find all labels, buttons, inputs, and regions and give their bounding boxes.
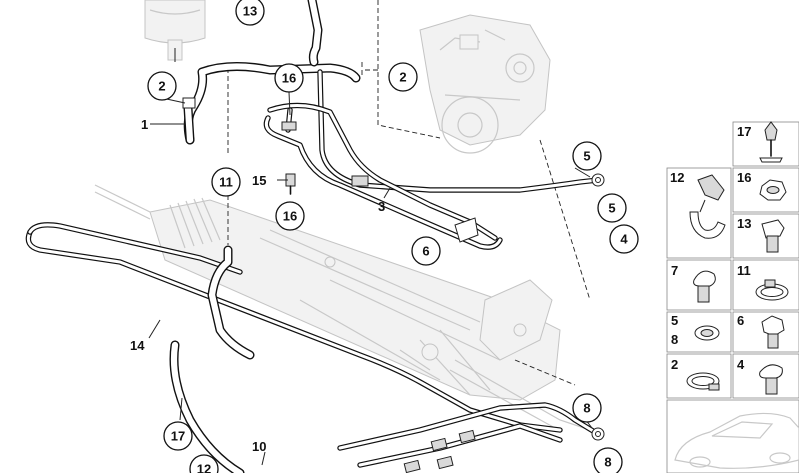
callout-number: 8 — [583, 401, 590, 416]
bracket-12-icon — [697, 174, 725, 201]
callout-c5a: 5 — [572, 141, 602, 171]
legend-num-7: 7 — [671, 263, 678, 278]
callout-circle — [163, 421, 193, 451]
callout-circle — [609, 224, 639, 254]
callout-circle — [235, 0, 265, 26]
callout-c6: 6 — [411, 236, 441, 266]
parts-legend: 17 12 16 13 7 11 5 8 — [666, 121, 799, 473]
hose-11 — [207, 245, 255, 360]
callout-number: 13 — [243, 4, 257, 19]
bolt-7-icon — [693, 270, 716, 287]
cooling-loop — [25, 222, 563, 433]
callout-c5b: 5 — [597, 193, 627, 223]
label-15: 15 — [252, 173, 266, 188]
suction-hose — [182, 61, 361, 145]
plain-labels: 1 15 3 14 10 — [130, 117, 385, 454]
legend-num-17: 17 — [737, 124, 751, 139]
callout-c2a: 2 — [147, 71, 177, 101]
return-hose-upper — [307, 0, 323, 67]
callout-circle — [572, 393, 602, 423]
callout-number: 4 — [620, 232, 628, 247]
callout-number: 8 — [604, 455, 611, 470]
callout-circle — [572, 141, 602, 171]
legend-num-2: 2 — [671, 357, 678, 372]
callout-circle — [597, 193, 627, 223]
callout-c11: 11 — [211, 167, 241, 197]
callout-number: 5 — [608, 201, 615, 216]
callout-c17: 17 — [163, 421, 193, 451]
callout-c16a: 16 — [274, 63, 304, 93]
callout-circle — [147, 71, 177, 101]
callout-circle — [274, 63, 304, 93]
callout-number: 11 — [219, 175, 233, 190]
callout-circle — [388, 62, 418, 92]
callout-number: 16 — [282, 71, 296, 86]
legend-num-11: 11 — [737, 263, 751, 278]
callout-number: 17 — [171, 429, 185, 444]
callout-c16b: 16 — [275, 201, 305, 231]
legend-cell-13 — [732, 213, 799, 259]
bolt-15 — [285, 173, 296, 195]
power-steering-pump — [419, 14, 551, 154]
callout-number: 16 — [283, 209, 297, 224]
pressure-line-assembly — [263, 69, 605, 250]
callout-c4: 4 — [609, 224, 639, 254]
lower-return-hose — [169, 340, 605, 473]
legend-num-13: 13 — [737, 216, 751, 231]
legend-num-8: 8 — [671, 332, 678, 347]
callouts: 13 2 2 16 16 11 5 5 4 6 8 8 17 12 — [147, 0, 639, 473]
callout-c8a: 8 — [572, 393, 602, 423]
callout-circle — [411, 236, 441, 266]
callout-number: 6 — [422, 244, 429, 259]
steering-rack — [94, 184, 591, 431]
fluid-reservoir — [144, 0, 206, 62]
label-1: 1 — [141, 117, 148, 132]
legend-num-5: 5 — [671, 313, 678, 328]
legend-num-16: 16 — [737, 170, 751, 185]
callout-number: 2 — [158, 79, 165, 94]
callout-c13: 13 — [235, 0, 265, 26]
label-3: 3 — [378, 199, 385, 214]
car-silhouette-icon — [674, 412, 799, 469]
bolt-6-icon — [761, 315, 785, 337]
callout-c12: 12 — [189, 454, 219, 473]
clamp-17-icon — [764, 121, 778, 141]
bolt-4-icon — [759, 364, 783, 379]
legend-num-4: 4 — [737, 357, 745, 372]
callout-number: 12 — [197, 462, 211, 473]
legend-num-6: 6 — [737, 313, 744, 328]
callout-circle — [275, 201, 305, 231]
callout-number: 5 — [583, 149, 590, 164]
label-14: 14 — [130, 338, 145, 353]
callout-circle — [593, 447, 623, 473]
callout-c8b: 8 — [593, 447, 623, 473]
bolt-13-icon — [761, 219, 785, 239]
callout-c2b: 2 — [388, 62, 418, 92]
label-10: 10 — [252, 439, 266, 454]
legend-num-12: 12 — [670, 170, 684, 185]
callout-number: 2 — [399, 70, 406, 85]
reference-lines — [227, 0, 591, 386]
callout-circle — [189, 454, 219, 473]
callout-circle — [211, 167, 241, 197]
